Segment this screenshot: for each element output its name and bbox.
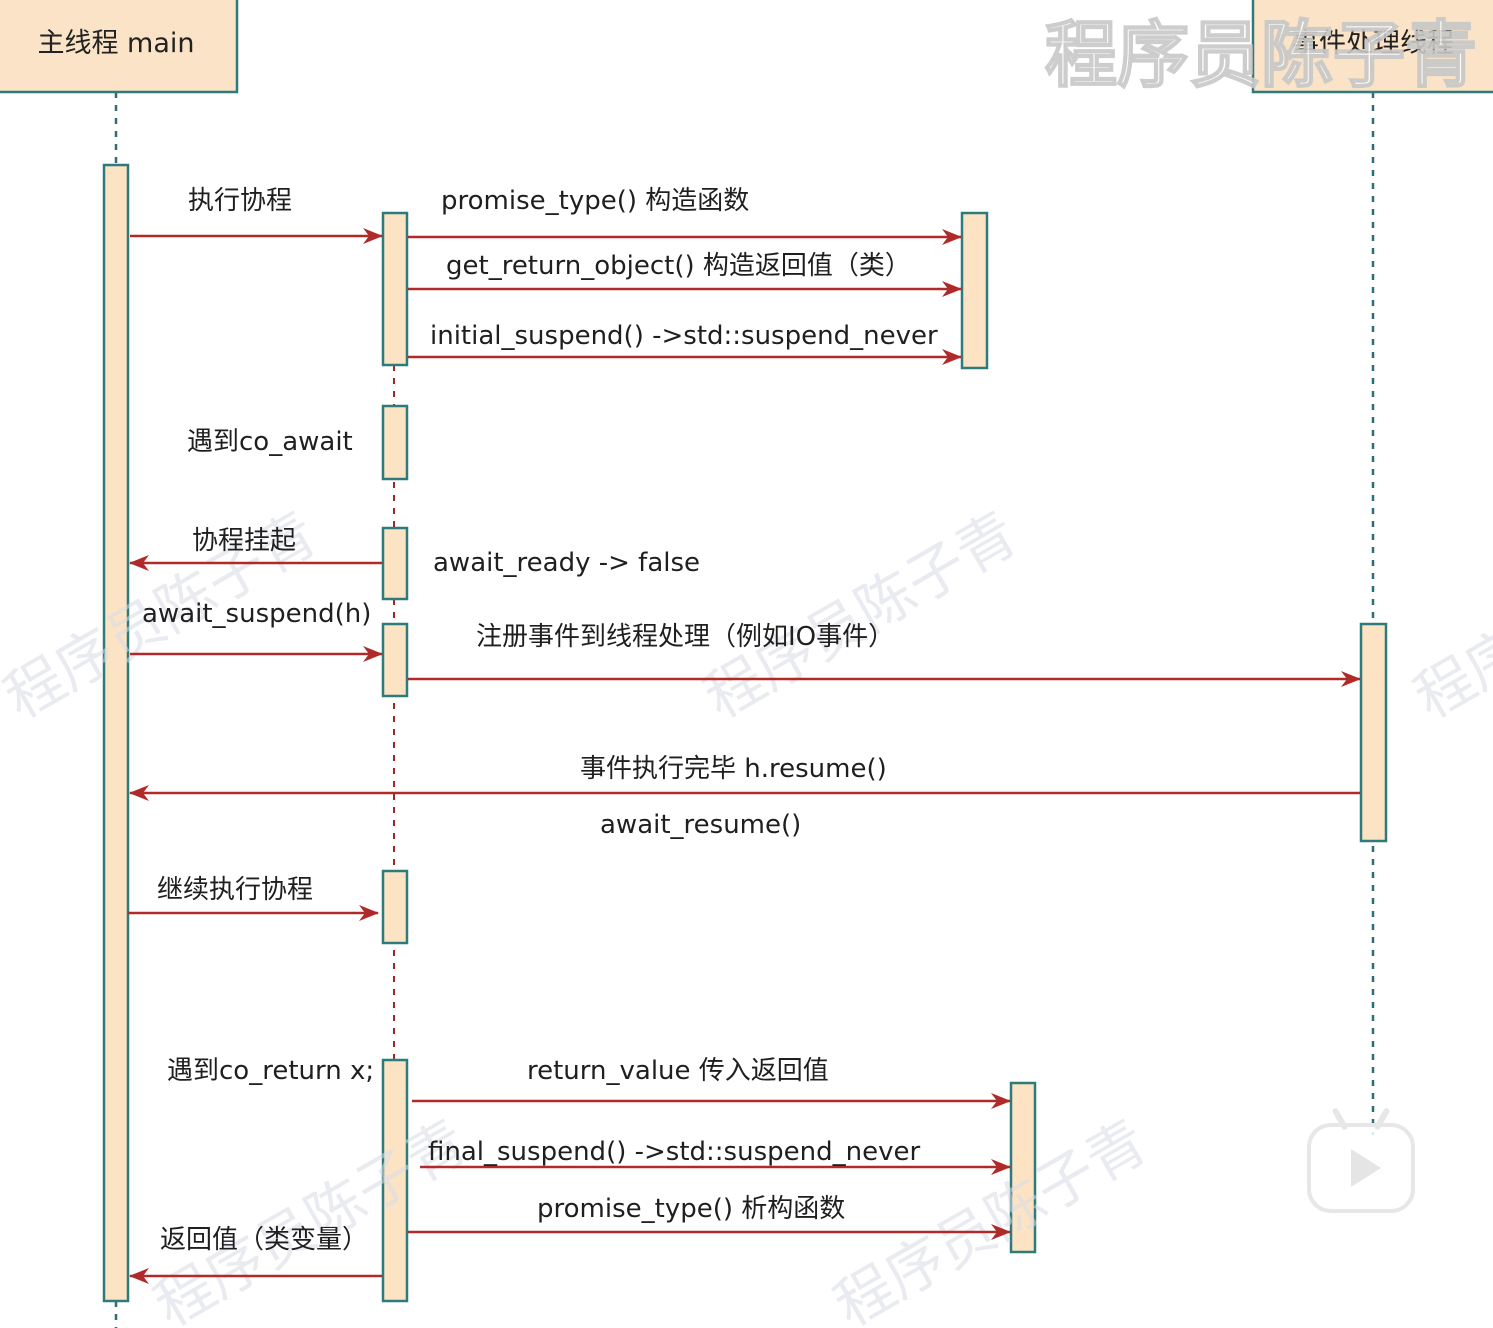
label-await-suspend: await_suspend(h): [142, 599, 371, 629]
label-return-value-class: 返回值（类变量）: [160, 1225, 368, 1255]
event-thread-label: 事件处理线程: [1292, 28, 1454, 59]
watermark-diagonal-3: 程序员陈子青: [1403, 499, 1493, 732]
coroutine-activation-1: [381, 211, 409, 367]
coroutine-activation-suspend: [381, 526, 409, 601]
watermark-top-right: 程序员陈子青: [1045, 13, 1477, 97]
label-get-return-object: get_return_object() 构造返回值（类）: [446, 251, 911, 281]
label-coroutine-suspend: 协程挂起: [192, 526, 296, 556]
label-register-event: 注册事件到线程处理（例如IO事件）: [476, 622, 894, 652]
event-thread-header: 事件处理线程: [1251, 0, 1493, 94]
promise-activation-2: [1009, 1081, 1037, 1254]
label-return-value: return_value 传入返回值: [527, 1056, 829, 1086]
watermark-diagonal-2: 程序员陈子青: [693, 499, 1028, 732]
main-thread-label: 主线程 main: [37, 28, 194, 59]
event-thread-activation: [1359, 622, 1388, 843]
label-event-done: 事件执行完毕 h.resume(): [580, 754, 887, 784]
video-play-button[interactable]: [1307, 1107, 1415, 1213]
play-icon: [1351, 1149, 1381, 1187]
label-await-ready: await_ready -> false: [433, 548, 700, 578]
label-exec-coroutine: 执行协程: [188, 186, 292, 216]
label-meet-co-return: 遇到co_return x;: [167, 1056, 374, 1086]
coroutine-activation-await-suspend: [381, 622, 409, 698]
coroutine-activation-continue: [381, 869, 409, 945]
label-initial-suspend: initial_suspend() ->std::suspend_never: [430, 321, 938, 351]
coroutine-activation-co-return: [381, 1058, 409, 1303]
label-await-resume: await_resume(): [600, 810, 801, 840]
label-final-suspend: final_suspend() ->std::suspend_never: [428, 1137, 920, 1167]
label-meet-co-await: 遇到co_await: [187, 427, 353, 457]
main-activation-bar: [102, 163, 130, 1303]
label-continue-coroutine: 继续执行协程: [157, 875, 313, 905]
label-promise-ctor: promise_type() 构造函数: [441, 186, 749, 216]
main-thread-header: 主线程 main: [0, 0, 239, 94]
promise-activation-1: [960, 211, 989, 370]
label-promise-dtor: promise_type() 析构函数: [537, 1194, 845, 1224]
coroutine-activation-co-await: [381, 404, 409, 481]
